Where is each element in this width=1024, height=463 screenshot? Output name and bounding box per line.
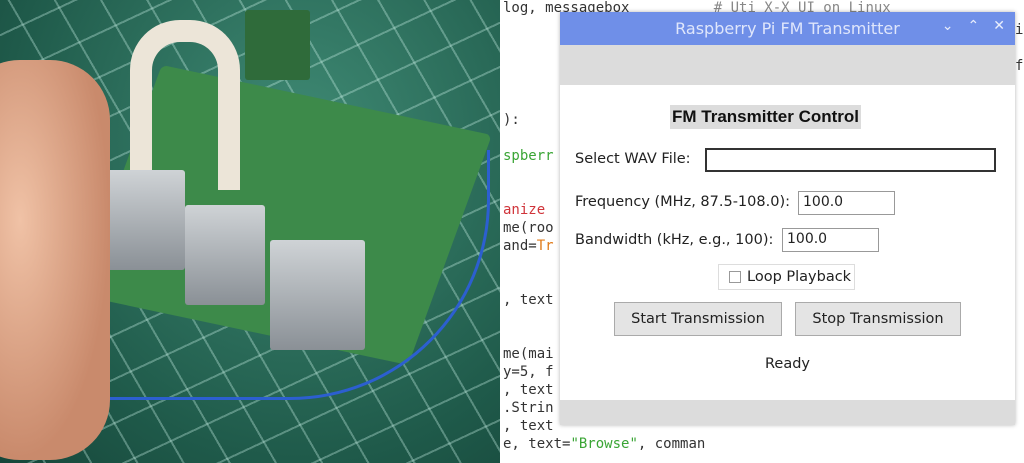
- camera-module: [245, 10, 310, 80]
- frequency-input[interactable]: 100.0: [798, 191, 895, 215]
- minimize-icon[interactable]: ⌄: [941, 18, 954, 34]
- title-bar[interactable]: Raspberry Pi FM Transmitter ⌄ ⌃ ✕: [560, 12, 1015, 45]
- code-line: it: [1015, 22, 1024, 38]
- hand: [0, 60, 110, 460]
- status-label: Ready: [764, 356, 810, 372]
- start-transmission-button[interactable]: Start Transmission: [614, 302, 782, 336]
- code-line: me(roo: [503, 220, 554, 236]
- window-title: Raspberry Pi FM Transmitter: [675, 19, 900, 38]
- code-line: , text: [503, 292, 554, 308]
- checkbox-icon[interactable]: [729, 271, 741, 283]
- code-line: ):: [503, 112, 520, 128]
- antenna-wire: [60, 150, 490, 400]
- code-line: me(mai: [503, 346, 554, 362]
- code-line: spberr: [503, 148, 554, 164]
- code-line: , text: [503, 418, 554, 434]
- window-toolbar: [560, 45, 1015, 85]
- frequency-label: Frequency (MHz, 87.5-108.0):: [575, 194, 790, 210]
- ribbon-cable: [130, 20, 240, 190]
- loop-playback-checkbox[interactable]: Loop Playback: [718, 264, 855, 290]
- loop-playback-label: Loop Playback: [747, 269, 852, 285]
- code-line: anize: [503, 202, 546, 218]
- close-icon[interactable]: ✕: [993, 18, 1005, 34]
- code-line: y=5, f: [503, 364, 554, 380]
- code-line: fr: [1015, 58, 1024, 74]
- heading: FM Transmitter Control: [670, 105, 862, 129]
- code-line: , text: [503, 382, 554, 398]
- raspberry-pi-photo: [0, 0, 500, 463]
- stop-transmission-button[interactable]: Stop Transmission: [795, 302, 961, 336]
- bandwidth-input[interactable]: 100.0: [782, 228, 879, 252]
- window-footer: [560, 400, 1015, 425]
- code-line: e, text="Browse", comman: [503, 436, 706, 452]
- bandwidth-label: Bandwidth (kHz, e.g., 100):: [575, 232, 774, 248]
- code-line: and=Tr: [503, 238, 554, 254]
- code-line: .Strin: [503, 400, 554, 416]
- maximize-icon[interactable]: ⌃: [967, 18, 980, 34]
- wav-file-label: Select WAV File:: [575, 151, 691, 167]
- fm-transmitter-window: Raspberry Pi FM Transmitter ⌄ ⌃ ✕ FM Tra…: [560, 12, 1015, 425]
- wav-file-input[interactable]: [705, 148, 996, 172]
